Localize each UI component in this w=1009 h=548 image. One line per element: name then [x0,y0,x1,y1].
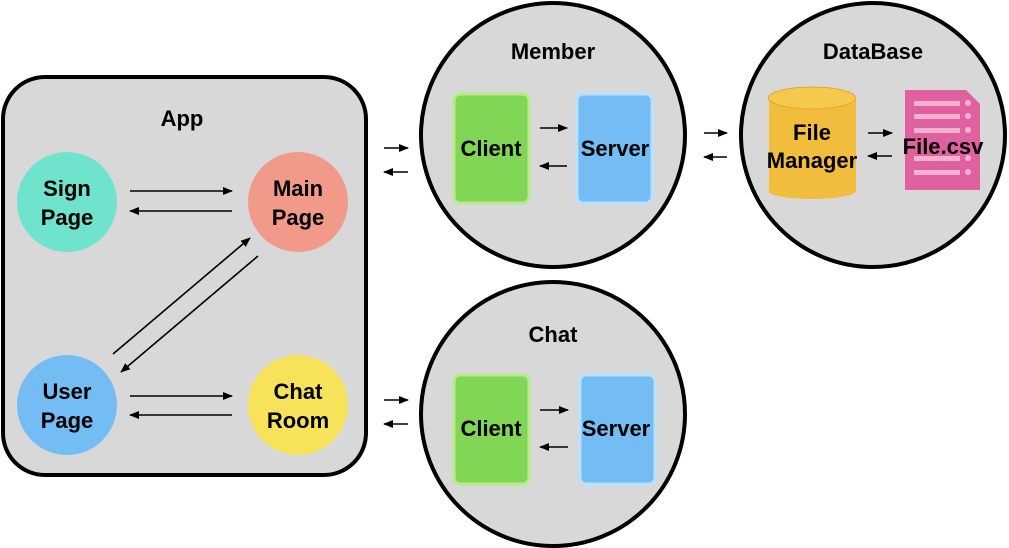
csv-file-icon [905,90,980,190]
chat-container: Chat Client Server [419,280,687,548]
member-client-label: Client [460,136,522,161]
user-page-label-1: User [43,379,92,404]
chat-server-label: Server [582,416,651,441]
chat-server-box [578,373,657,486]
sign-page-label-1: Sign [43,176,91,201]
sign-page-node: Sign Page [17,152,117,252]
member-container: Member Client Server [419,1,687,269]
member-server-label: Server [581,136,650,161]
file-csv-label: File.csv [903,134,984,159]
member-title: Member [511,39,596,64]
sign-page-label-2: Page [41,205,94,230]
user-page-label-2: Page [41,408,94,433]
main-page-label-1: Main [273,176,323,201]
member-client-box [452,92,531,205]
app-title: App [161,106,204,131]
database-container: DataBase File Manager File.csv [739,1,1007,269]
main-page-label-2: Page [272,205,325,230]
arrow-user-to-main [112,237,251,355]
member-database-arrows [703,129,728,161]
app-arrows [112,187,259,419]
chat-room-label-1: Chat [274,379,324,404]
file-manager-cylinder-icon [768,86,856,199]
arrow-main-to-user [120,255,259,373]
main-page-node: Main Page [248,152,348,252]
chat-room-label-2: Room [267,408,329,433]
member-server-box [575,92,654,205]
file-manager-label-2: Manager [767,148,858,173]
chat-room-node: Chat Room [248,355,348,455]
file-manager-label-1: File [793,120,831,145]
chat-client-box [452,373,531,486]
app-chat-arrows [383,396,409,428]
chat-client-label: Client [460,416,522,441]
user-page-node: User Page [17,355,117,455]
database-title: DataBase [823,39,923,64]
chat-title: Chat [529,322,579,347]
app-member-arrows [383,144,409,176]
